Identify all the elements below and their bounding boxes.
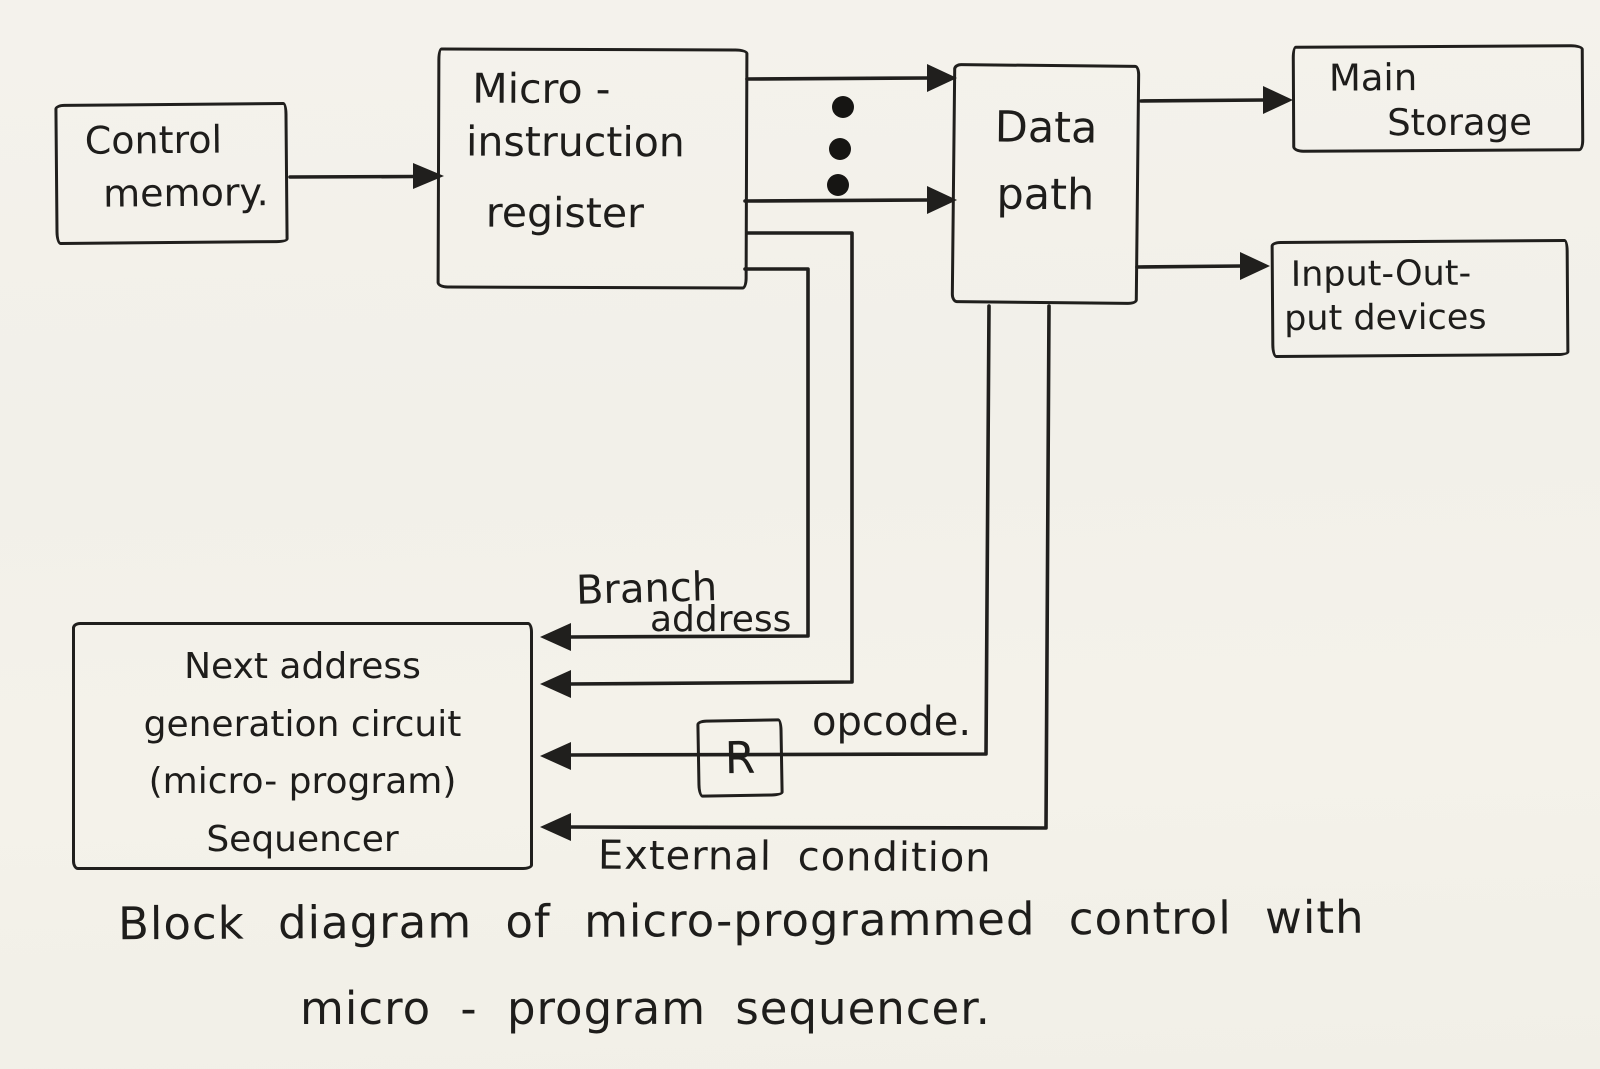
arrow-datapath-to-mainstorage [1139,86,1293,114]
data-path-box: Data path [950,63,1141,305]
arrow-register-to-sequencer [540,231,854,698]
sequencer-label: Sequencer [206,818,399,860]
register-label: register [485,188,645,238]
arrow-register-to-datapath-mid [743,186,957,214]
micro-instruction-register-box: Micro - instruction register [436,47,749,290]
branch-address-label: address [650,599,792,640]
main-storage-label: Main [1328,56,1418,100]
diagram-caption: Block diagram of micro-programmed contro… [117,890,1365,951]
arrow-register-to-datapath-top [745,64,957,92]
control-memory-label: memory. [102,170,269,216]
external-condition-label: External condition [597,832,992,882]
register-label: Micro - [472,64,611,114]
register-label: instruction [466,117,685,167]
opcode-label: opcode. [812,699,972,745]
sequencer-label: Next address [184,646,421,687]
arrow-opcode [540,304,991,770]
sequencer-label: (micro- program) [148,761,457,803]
data-path-label: Data [994,102,1098,154]
io-devices-label: put devices [1283,297,1487,339]
arrow-control-to-register [288,163,444,189]
data-path-label: path [996,169,1095,221]
sequencer-box: Next address generation circuit (micro- … [72,622,533,870]
diagram-caption: micro - program sequencer. [300,982,991,1035]
sequencer-label: generation circuit [143,703,462,745]
arrow-branch-address [540,267,810,651]
control-memory-label: Control [84,117,223,163]
main-storage-label: Storage [1387,100,1533,145]
main-storage-box: Main Storage [1291,44,1585,153]
r-register-label: R [724,732,756,784]
arrow-datapath-to-io [1135,252,1270,280]
io-devices-label: Input-Out- [1290,253,1472,295]
control-memory-box: Control memory. [54,101,289,246]
input-output-devices-box: Input-Out- put devices [1270,238,1570,359]
r-register-box: R [696,718,784,798]
arrow-external-condition [540,304,1051,841]
ellipsis-dots [827,96,854,196]
